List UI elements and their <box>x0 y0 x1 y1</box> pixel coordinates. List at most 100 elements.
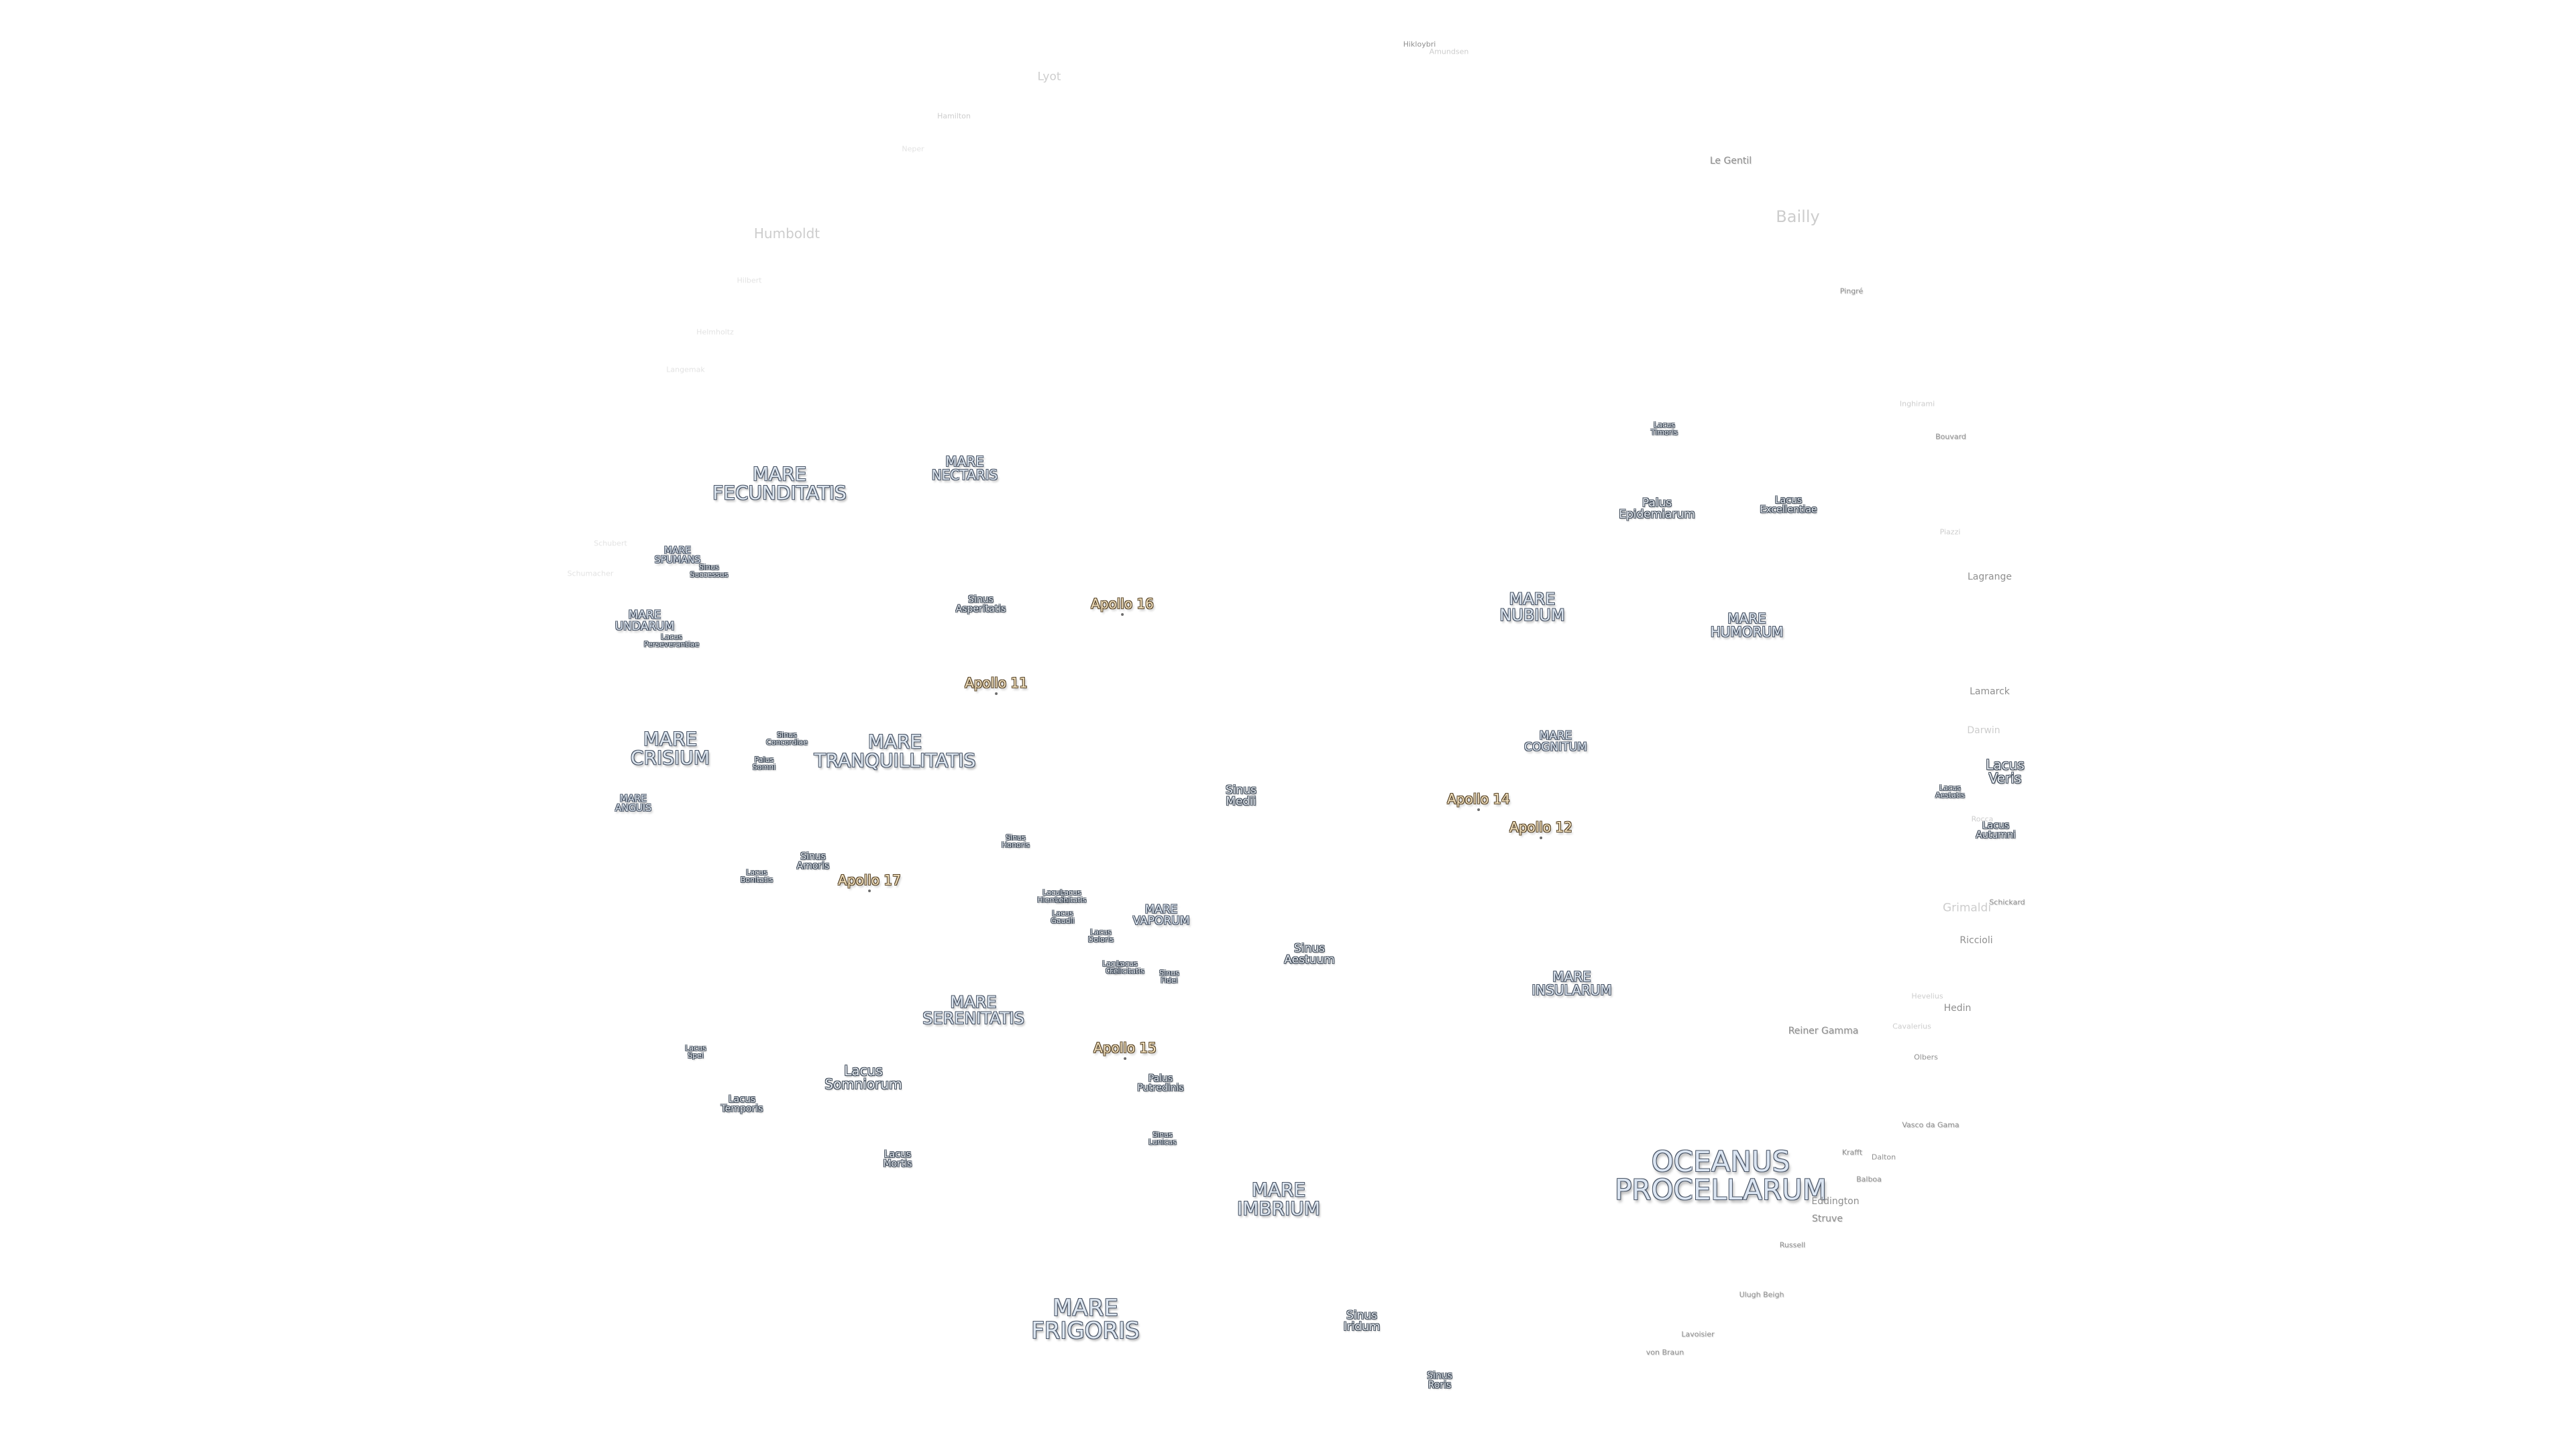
lacus-lenitatis-label[interactable]: Lacus Lenitatis <box>1055 889 1087 904</box>
crater-ulugh-beigh[interactable]: Ulugh Beigh <box>1739 1290 1784 1299</box>
crater-pingre[interactable]: Pingré <box>1839 286 1864 296</box>
crater-neper[interactable]: Neper <box>902 144 924 154</box>
crater-riccioli[interactable]: Riccioli <box>1960 935 1993 946</box>
lacus-somniorum-label[interactable]: Lacus Somniorum <box>824 1064 902 1091</box>
sinus-aestuum-label[interactable]: Sinus Aestuum <box>1284 943 1334 966</box>
lacus-hiemalis-label[interactable]: Lacus Hiemalis <box>1037 889 1069 904</box>
lacus-gaudii-label[interactable]: Lacus Gaudii <box>1051 910 1074 924</box>
crater-balboa[interactable]: Balboa <box>1856 1175 1882 1184</box>
mare-crisium-label[interactable]: MARE CRISIUM <box>631 730 710 767</box>
lacus-timoris-label[interactable]: Lacus Timoris <box>1651 421 1678 436</box>
lacus-odii-label[interactable]: Lacus Odii <box>1102 960 1124 975</box>
mare-fecunditatis-label[interactable]: MARE FECUNDITATIS <box>712 465 847 502</box>
lacus-aestatis-label[interactable]: Lacus Aestatis <box>1935 784 1965 799</box>
crater-von-braun[interactable]: von Braun <box>1646 1348 1684 1357</box>
crater-piazzi[interactable]: Piazzi <box>1939 527 1961 537</box>
sinus-iridum-label[interactable]: Sinus Iridum <box>1344 1310 1381 1333</box>
sinus-concordiae-label[interactable]: Sinus Concordiae <box>766 731 808 746</box>
mare-humorum-label[interactable]: MARE HUMORUM <box>1711 612 1783 639</box>
crater-schickard[interactable]: Schickard <box>1989 898 2025 907</box>
crater-olbers[interactable]: Olbers <box>1914 1053 1938 1062</box>
sinus-honoris-label[interactable]: Sinus Honoris <box>1002 834 1030 849</box>
lacus-autumni-label[interactable]: Lacus Autumni <box>1976 821 2015 840</box>
feature-label-line: Successus <box>690 570 729 579</box>
crater-hevelius[interactable]: Hevelius <box>1911 991 1943 1001</box>
crater-darwin[interactable]: Darwin <box>1967 725 2000 736</box>
mare-tranquillitatis-label[interactable]: MARE TRANQUILLITATIS <box>814 733 976 770</box>
landing-site-icon <box>1121 613 1124 616</box>
lacus-veris-label[interactable]: Lacus Veris <box>1986 758 2025 785</box>
lacus-felicitatis-label[interactable]: Lacus Felicitatis <box>1110 960 1144 975</box>
apollo-14-site[interactable]: Apollo 14 <box>1447 792 1510 811</box>
crater-helmholtz[interactable]: Helmholtz <box>696 327 734 337</box>
mare-serenitatis-label[interactable]: MARE SERENITATIS <box>922 994 1024 1026</box>
sinus-roris-label[interactable]: Sinus Roris <box>1427 1371 1452 1390</box>
crater-humboldt[interactable]: Humboldt <box>753 225 820 241</box>
crater-le-gentil[interactable]: Le Gentil <box>1709 156 1752 166</box>
crater-russell[interactable]: Russell <box>1779 1240 1806 1250</box>
crater-bouvard[interactable]: Bouvard <box>1935 432 1966 441</box>
sinus-medii-label[interactable]: Sinus Medii <box>1226 785 1256 808</box>
crater-eddington[interactable]: Eddington <box>1811 1196 1860 1207</box>
sinus-fidei-label[interactable]: Sinus Fidei <box>1159 969 1179 984</box>
apollo-12-site[interactable]: Apollo 12 <box>1509 820 1572 839</box>
apollo-15-site[interactable]: Apollo 15 <box>1093 1041 1157 1060</box>
lacus-mortis-label[interactable]: Lacus Mortis <box>883 1150 912 1169</box>
apollo-16-site[interactable]: Apollo 16 <box>1091 597 1154 616</box>
mare-anguis-label[interactable]: MARE ANGUIS <box>615 794 651 813</box>
crater-vasco-da-gama[interactable]: Vasco da Gama <box>1902 1120 1960 1130</box>
lacus-bonitatis-label[interactable]: Lacus Bonitatis <box>741 869 773 883</box>
crater-hikloybri[interactable]: Hikloybri <box>1403 40 1436 49</box>
crater-lyot[interactable]: Lyot <box>1037 70 1061 84</box>
crater-lamarck[interactable]: Lamarck <box>1970 686 2010 697</box>
crater-bailly[interactable]: Bailly <box>1776 207 1820 226</box>
feature-label-line: Lacus <box>1052 909 1073 918</box>
palus-epidemiarum-label[interactable]: Palus Epidemiarum <box>1619 498 1695 521</box>
mare-frigoris-label[interactable]: MARE FRIGORIS <box>1031 1297 1140 1342</box>
lacus-spei-label[interactable]: Lacus Spei <box>685 1044 706 1059</box>
mare-insularum-label[interactable]: MARE INSULARUM <box>1532 970 1611 997</box>
mare-undarum-label[interactable]: MARE UNDARUM <box>615 610 675 633</box>
crater-dalton[interactable]: Dalton <box>1871 1152 1896 1162</box>
crater-hamilton[interactable]: Hamilton <box>937 111 971 121</box>
crater-schumacher[interactable]: Schumacher <box>567 569 614 578</box>
oceanus-procellarum-label[interactable]: OCEANUS PROCELLARUM <box>1615 1148 1827 1204</box>
mare-nubium-label[interactable]: MARE NUBIUM <box>1499 591 1564 623</box>
crater-lavoisier[interactable]: Lavoisier <box>1681 1330 1715 1339</box>
mare-label-line: IMBRIUM <box>1237 1197 1320 1220</box>
lacus-perseverantiae-label[interactable]: Lacus Perseverantiae <box>644 633 699 648</box>
sinus-amoris-label[interactable]: Sinus Amoris <box>797 852 830 871</box>
apollo-11-site[interactable]: Apollo 11 <box>965 676 1028 695</box>
crater-struve[interactable]: Struve <box>1812 1214 1843 1224</box>
mare-nectaris-label[interactable]: MARE NECTARIS <box>932 455 998 482</box>
lacus-doloris-label[interactable]: Lacus Doloris <box>1088 928 1114 943</box>
palus-somni-label[interactable]: Palus Somni <box>753 756 775 771</box>
mare-cognitum-label[interactable]: MARE COGNITUM <box>1524 731 1587 753</box>
crater-langemak[interactable]: Langemak <box>666 365 705 374</box>
crater-rocca[interactable]: Rocca <box>1971 814 1994 824</box>
apollo-17-site[interactable]: Apollo 17 <box>838 873 901 892</box>
crater-lagrange[interactable]: Lagrange <box>1968 572 2012 582</box>
crater-hilbert[interactable]: Hilbert <box>737 276 762 285</box>
sinus-asperitatis-label[interactable]: Sinus Asperitatis <box>956 595 1006 614</box>
crater-cavalerius[interactable]: Cavalerius <box>1892 1022 1931 1031</box>
crater-reiner-gamma[interactable]: Reiner Gamma <box>1788 1026 1859 1036</box>
feature-label-line: Sinus <box>1152 1130 1173 1139</box>
mare-spumans-label[interactable]: MARE SPUMANS <box>655 546 701 565</box>
crater-hedin[interactable]: Hedin <box>1943 1003 1972 1014</box>
mare-imbrium-label[interactable]: MARE IMBRIUM <box>1237 1181 1320 1218</box>
sinus-successus-label[interactable]: Sinus Successus <box>690 564 729 578</box>
crater-grimaldi[interactable]: Grimaldi <box>1942 901 1992 915</box>
mare-vaporum-label[interactable]: MARE VAPORUM <box>1133 904 1190 927</box>
crater-krafft[interactable]: Krafft <box>1841 1148 1863 1157</box>
lacus-temporis-label[interactable]: Lacus Temporis <box>721 1095 763 1114</box>
lacus-excellentiae-label[interactable]: Lacus Excellentiae <box>1760 496 1817 515</box>
palus-putredinis-label[interactable]: Palus Putredinis <box>1137 1074 1183 1093</box>
mare-label-line: ANGUIS <box>614 803 652 814</box>
crater-inghirami[interactable]: Inghirami <box>1899 399 1935 409</box>
crater-schubert[interactable]: Schubert <box>594 539 627 548</box>
crater-amundsen[interactable]: Amundsen <box>1429 47 1469 56</box>
mare-label-line: MARE <box>628 608 661 622</box>
sinus-lunicus-label[interactable]: Sinus Lunicus <box>1148 1131 1177 1146</box>
